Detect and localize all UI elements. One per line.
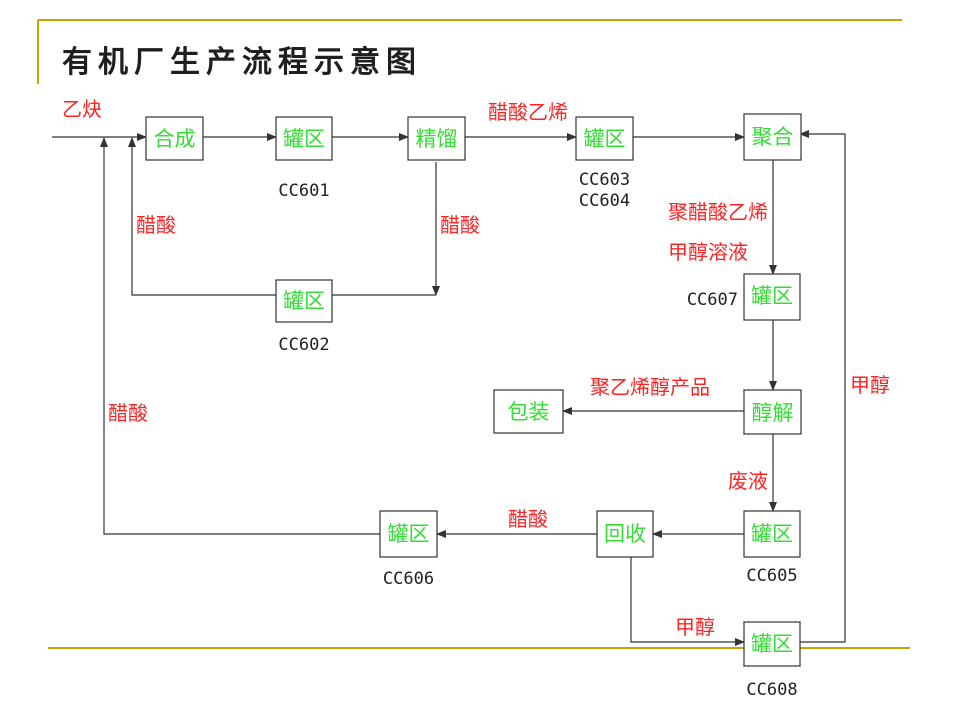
label-acetic-acid-left: 醋酸 <box>136 213 176 237</box>
box-tank-cc603: 罐区 CC603 CC604 <box>575 116 634 211</box>
tank-code: CC602 <box>278 335 329 355</box>
box-recovery: 回收 <box>596 510 654 558</box>
box-label: 罐区 <box>751 522 793 546</box>
tank-code: CC608 <box>746 680 797 700</box>
box-tank-cc605: 罐区 CC605 <box>743 510 801 586</box>
box-tank-cc608: 罐区 CC608 <box>743 621 801 700</box>
label-waste-liquid: 废液 <box>728 469 768 493</box>
flow-lines <box>52 130 846 646</box>
box-label: 合成 <box>154 127 196 151</box>
box-label: 精馏 <box>416 127 458 151</box>
label-methanol-right: 甲醇 <box>850 373 890 397</box>
label-pva-product: 聚乙烯醇产品 <box>590 375 710 399</box>
flow-recovery-to-cc608 <box>630 557 745 646</box>
box-packaging: 包装 <box>493 389 564 434</box>
box-label: 罐区 <box>283 289 325 313</box>
box-tank-cc602: 罐区 CC602 <box>275 279 333 355</box>
box-tank-cc606: 罐区 CC606 <box>379 510 438 589</box>
tank-code: CC601 <box>278 181 329 201</box>
box-label: 罐区 <box>283 127 325 151</box>
label-acetic-acid-return: 醋酸 <box>108 401 148 425</box>
label-acetic-acid-mid: 醋酸 <box>440 213 480 237</box>
flow-labels: 乙炔 醋酸乙烯 醋酸 醋酸 聚醋酸乙烯 甲醇溶液 聚乙烯醇产品 废液 醋酸 醋酸… <box>62 97 890 639</box>
tank-code: CC606 <box>383 569 434 589</box>
box-label: 聚合 <box>752 125 794 149</box>
label-pva-line2: 甲醇溶液 <box>668 240 748 264</box>
tank-code: CC603 <box>579 170 630 190</box>
box-rectification: 精馏 <box>407 116 466 161</box>
flow-cc606-to-synthesis <box>100 137 380 535</box>
page-title: 有机厂生产流程示意图 <box>62 45 422 80</box>
flow-cc602-to-synthesis <box>128 137 276 296</box>
box-label: 罐区 <box>751 632 793 656</box>
label-vinyl-acetate: 醋酸乙烯 <box>488 100 568 124</box>
box-polymerization: 聚合 <box>743 113 802 161</box>
box-alcoholysis: 醇解 <box>743 389 802 435</box>
box-synthesis: 合成 <box>145 116 204 161</box>
box-label: 包装 <box>508 400 550 424</box>
box-label: 回收 <box>604 522 646 546</box>
tank-code: CC607 <box>687 290 738 310</box>
label-acetylene: 乙炔 <box>62 97 102 121</box>
box-label: 罐区 <box>584 127 626 151</box>
label-pva-line1: 聚醋酸乙烯 <box>668 200 768 224</box>
tank-code: CC605 <box>746 566 797 586</box>
box-tank-cc607: 罐区 CC607 <box>687 273 801 321</box>
tank-code-secondary: CC604 <box>579 191 630 211</box>
flow-cc608-to-polymerization <box>799 130 846 643</box>
box-label: 罐区 <box>388 522 430 546</box>
box-label: 罐区 <box>751 284 793 308</box>
box-label: 醇解 <box>752 401 794 425</box>
box-tank-cc601: 罐区 CC601 <box>275 116 333 201</box>
label-acetic-acid-bottom: 醋酸 <box>508 507 548 531</box>
label-methanol-bottom: 甲醇 <box>675 615 715 639</box>
